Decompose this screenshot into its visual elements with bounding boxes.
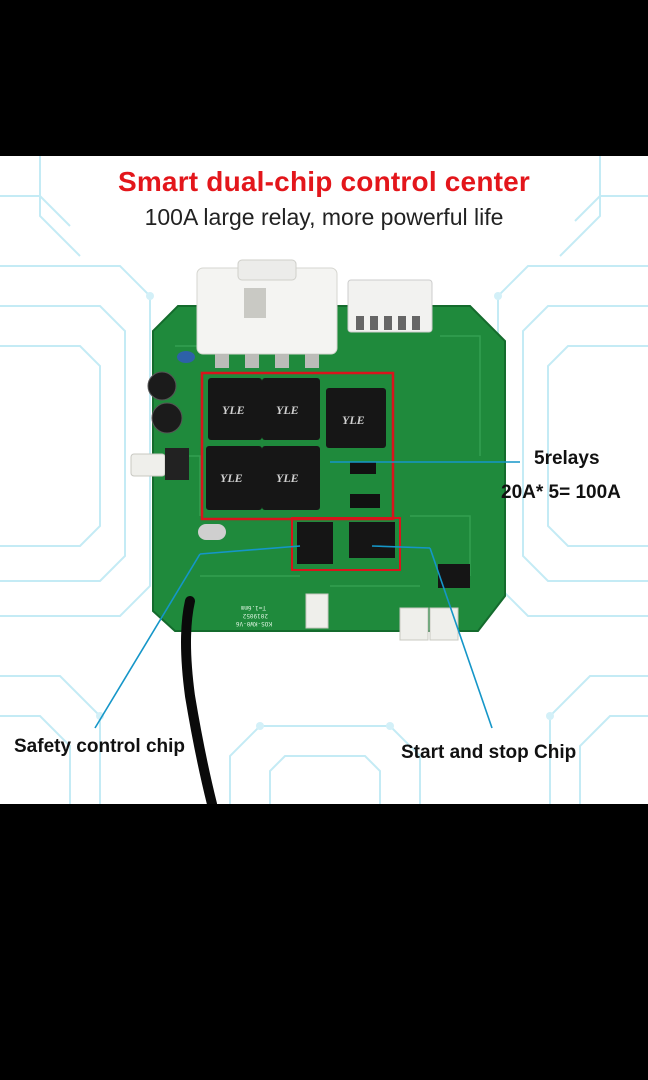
pcb-silkscreen-text: KOS-KW0-V6 [235,620,272,627]
relays-formula-label: 20A* 5= 100A [501,482,621,503]
headline-subtitle: 100A large relay, more powerful life [144,204,504,230]
chip-group [198,517,470,588]
headline-title: Smart dual-chip control center [117,166,531,197]
start-stop-chip-label: Start and stop Chip [401,742,577,763]
pcb-silkscreen-text: 2019052 [242,612,268,619]
safety-chip-label: Safety control chip [14,736,186,757]
pin-header-connector [347,279,433,333]
relay-group: YLE YLE YLE YLE YLE [200,371,395,521]
relay-marking: YLE [276,403,299,417]
main-connector [196,259,338,368]
callout-lines [94,461,520,729]
relays-callout-label: 5relays [534,448,600,469]
product-image-panel: Smart dual-chip control center 100A larg… [0,156,648,804]
relay-marking: YLE [220,471,243,485]
pcb-silkscreen-text: T=1.6mm [240,604,266,611]
relay-marking: YLE [342,413,365,427]
relay-marking: YLE [276,471,299,485]
black-cable [181,596,217,804]
circuit-background [0,156,648,804]
pcb-board-illustration: YLE YLE YLE YLE YLE KOS-KW0-V6 2019052 [94,259,520,804]
relay-marking: YLE [222,403,245,417]
